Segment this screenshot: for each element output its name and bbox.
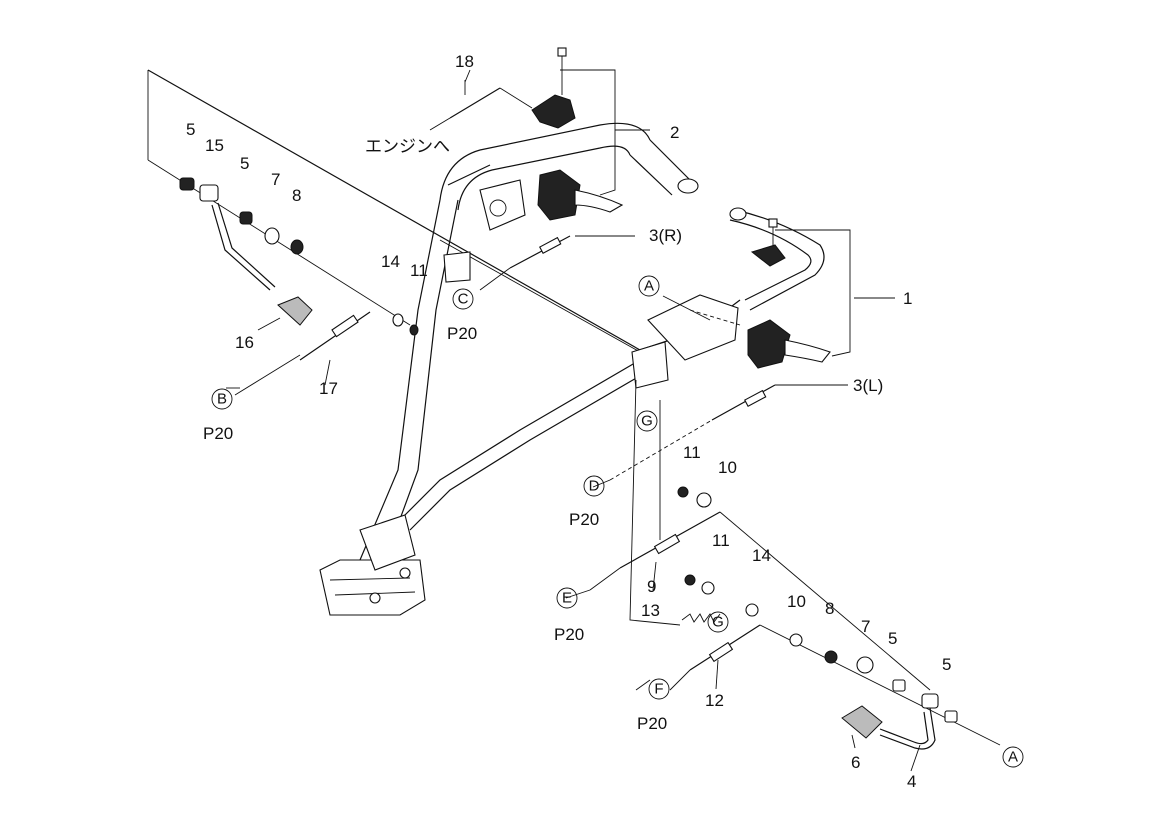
callout-4: 4: [907, 772, 916, 791]
svg-text:F: F: [654, 681, 663, 698]
ref-E: E: [556, 587, 578, 609]
svg-text:B: B: [217, 391, 227, 408]
callout-13: 13: [641, 601, 660, 620]
cable-3L: [609, 384, 848, 481]
left-lever-assembly: [147, 70, 419, 396]
callout-18: 18: [455, 52, 474, 71]
svg-text:E: E: [562, 590, 572, 607]
lever-1: [747, 218, 851, 369]
callout-17: 17: [319, 379, 338, 398]
ref-G-upper: G: [636, 410, 658, 432]
ref-F: F: [648, 678, 670, 700]
callout-7: 7: [861, 617, 870, 636]
ref-B: B: [211, 388, 233, 410]
callout-11: 11: [410, 261, 428, 280]
callout-11: 11: [683, 443, 701, 462]
callout-8: 8: [292, 186, 301, 205]
callout-5: 5: [240, 154, 249, 173]
callout-5: 5: [942, 655, 951, 674]
svg-text:C: C: [458, 291, 469, 308]
callout-15: 15: [205, 136, 224, 155]
handle-frame: [147, 69, 825, 616]
lever-2: [531, 47, 624, 221]
page-references: P20 P20 P20 P20 P20: [203, 324, 667, 733]
callout-labels: 18 エンジンへ 2 3(R) 1 3(L) 5 15 5 7 8 14 11 …: [186, 52, 951, 791]
callout-5: 5: [888, 629, 897, 648]
callout-1: 1: [903, 289, 912, 308]
page-ref-D: P20: [569, 510, 599, 529]
callout-10: 10: [787, 592, 806, 611]
ref-D: D: [583, 475, 605, 497]
svg-text:D: D: [589, 478, 600, 495]
reference-circles: A A B C D E F G: [211, 275, 1024, 768]
ref-A-bottom: A: [1002, 746, 1024, 768]
engine-label: エンジンへ: [365, 137, 450, 156]
callout-16: 16: [235, 333, 254, 352]
callout-8: 8: [825, 599, 834, 618]
page-ref-C: P20: [447, 324, 477, 343]
ref-A-top: A: [638, 275, 660, 297]
callout-3L: 3(L): [853, 376, 883, 395]
svg-text:G: G: [712, 614, 724, 631]
cable-3R: [479, 235, 635, 291]
callout-10: 10: [718, 458, 737, 477]
svg-text:A: A: [644, 278, 654, 295]
callout-2: 2: [670, 123, 679, 142]
callout-11: 11: [712, 531, 730, 550]
callout-14: 14: [381, 252, 400, 271]
ref-C: C: [452, 288, 474, 310]
lower-right-assembly: [589, 379, 1001, 750]
page-ref-F: P20: [637, 714, 667, 733]
leader-lines: [226, 69, 921, 772]
ref-G-lower: G: [707, 611, 729, 633]
page-ref-B: P20: [203, 424, 233, 443]
page-ref-E: P20: [554, 625, 584, 644]
cable-18: [429, 80, 533, 131]
callout-5: 5: [186, 120, 195, 139]
callout-3R: 3(R): [649, 226, 682, 245]
svg-text:G: G: [641, 413, 653, 430]
callout-12: 12: [705, 691, 724, 710]
callout-14: 14: [752, 546, 771, 565]
callout-7: 7: [271, 170, 280, 189]
callout-9: 9: [647, 577, 656, 596]
callout-6: 6: [851, 753, 860, 772]
svg-text:A: A: [1008, 749, 1018, 766]
